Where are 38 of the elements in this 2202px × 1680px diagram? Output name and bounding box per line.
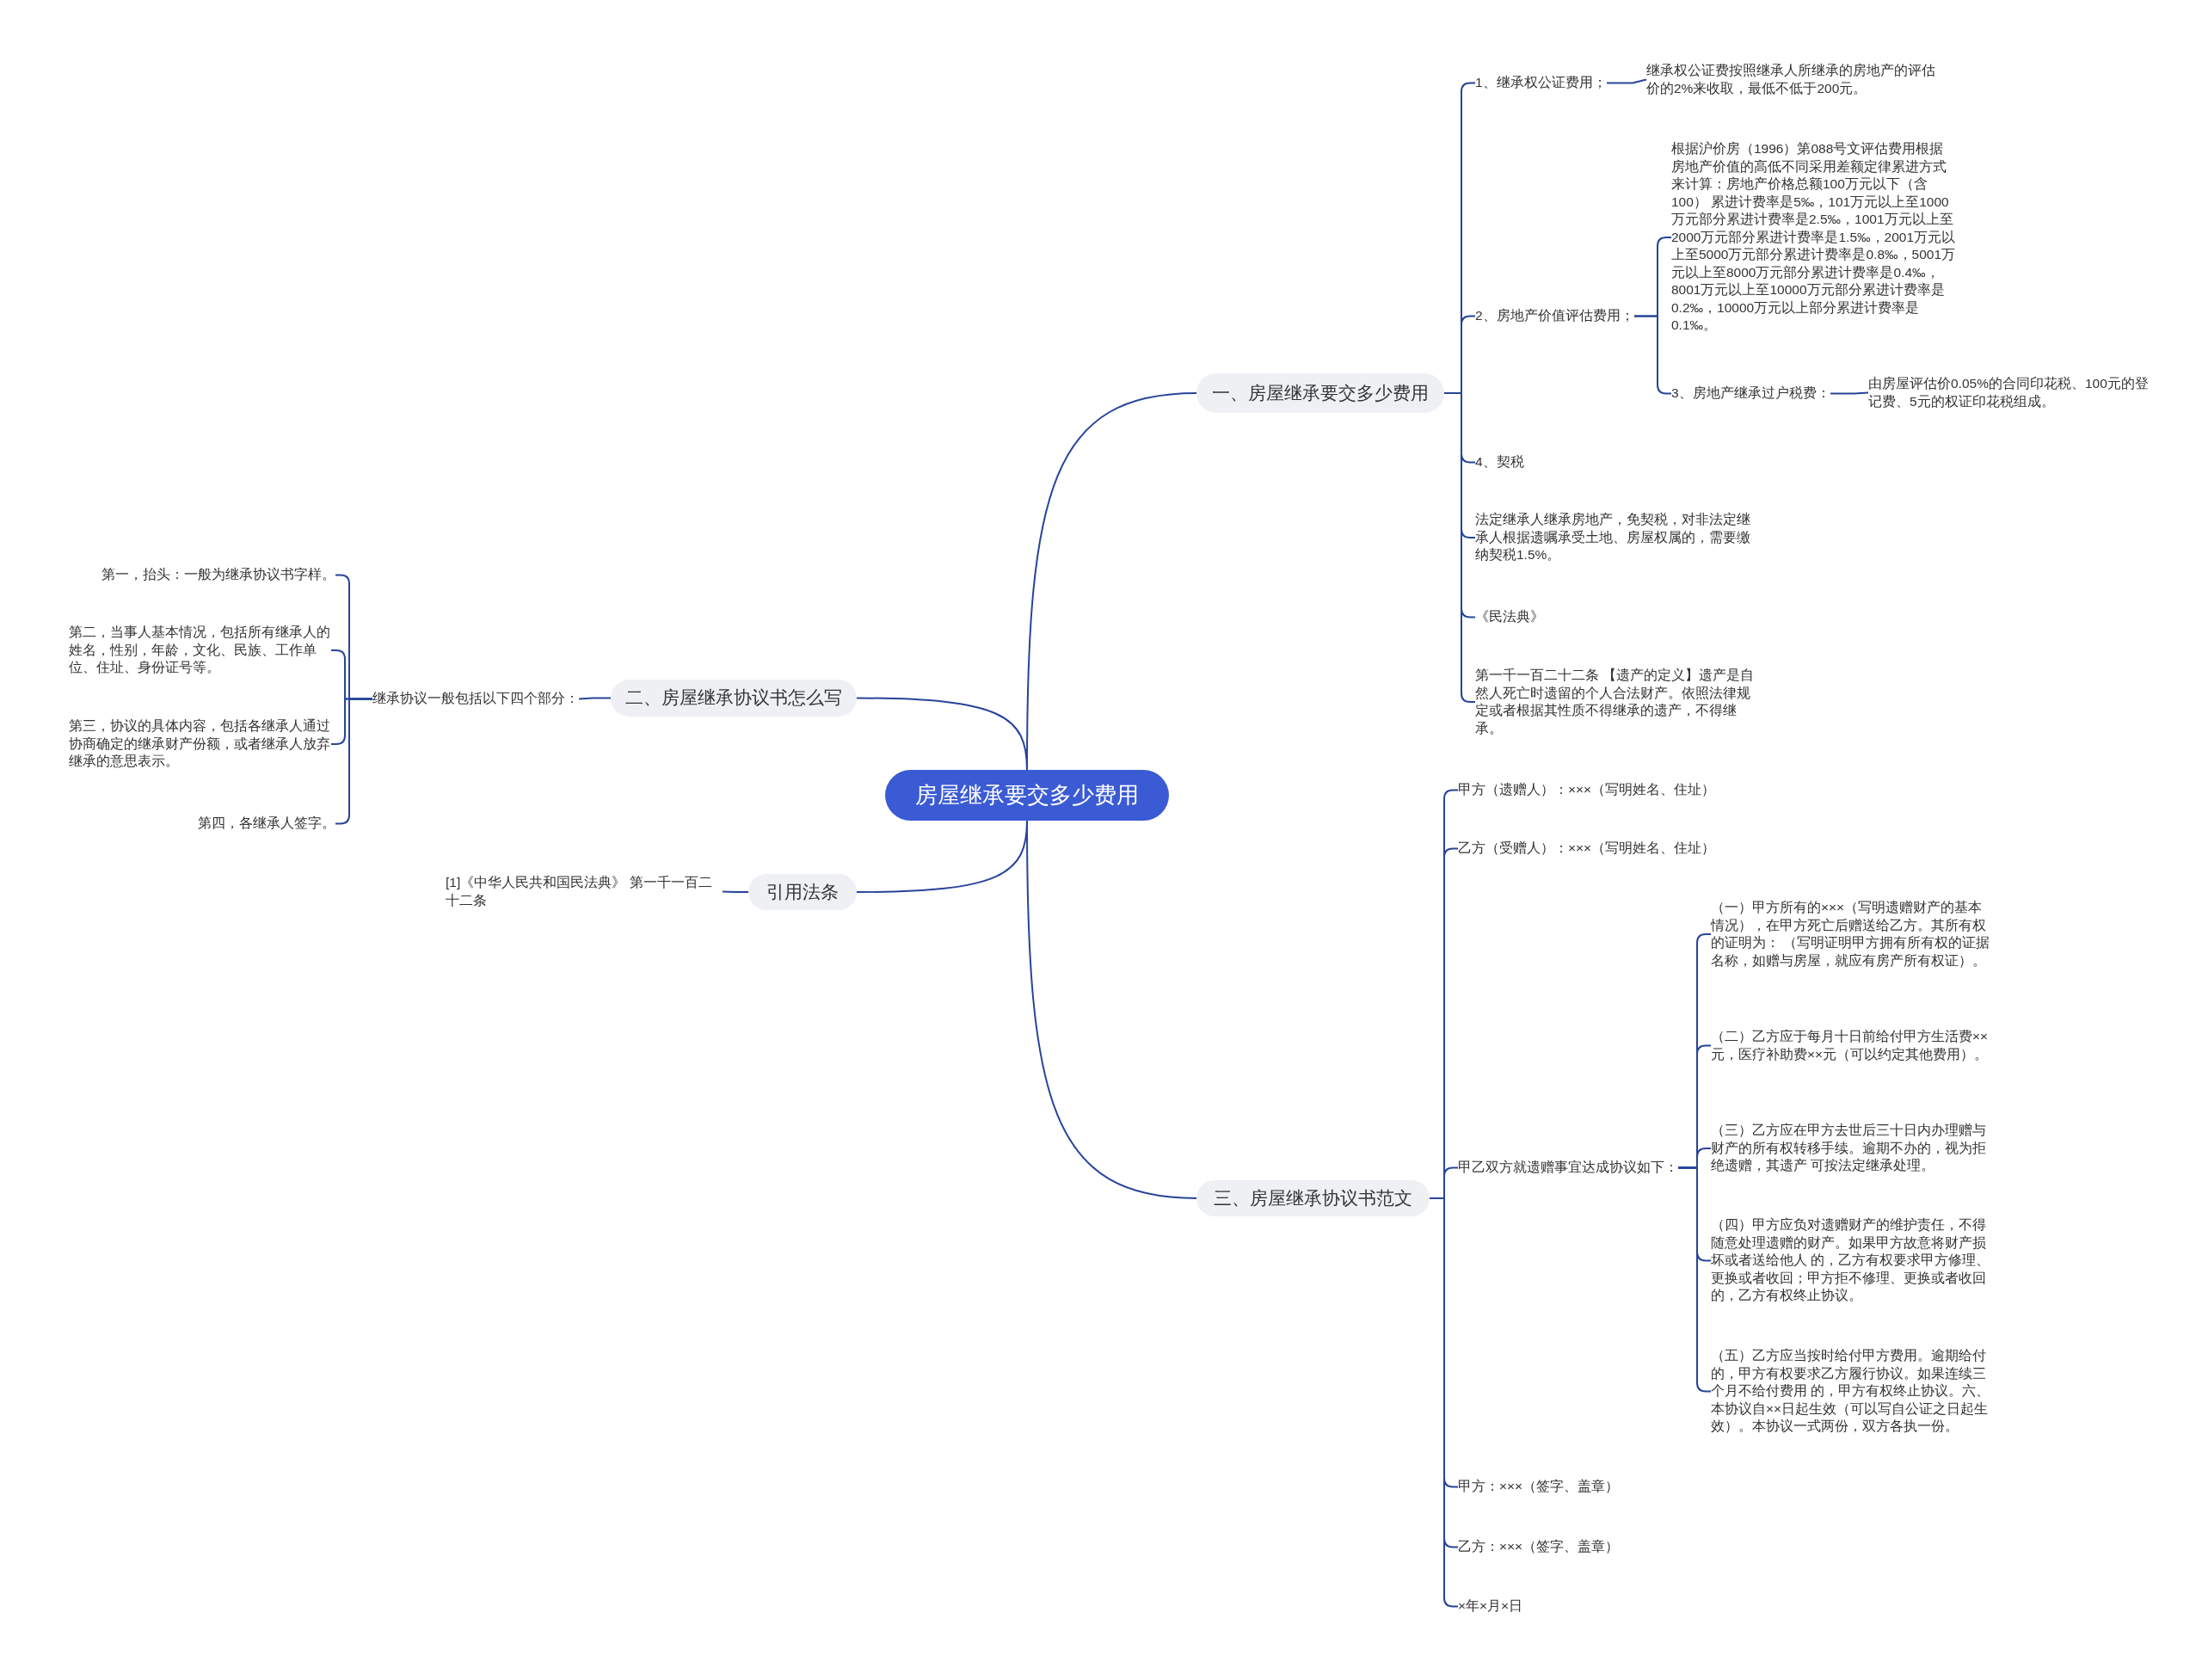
branch-text: 3、房地产继承过户税费： (1671, 385, 1830, 403)
connector-line (1606, 78, 1647, 84)
note-text: （二）乙方应于每月十日前给付甲方生活费××元，医疗补助费××元（可以约定其他费用）。 (1711, 1028, 1993, 1063)
note-text: 根据沪价房（1996）第088号文评估费用根据房地产价值的高低不同采用差额定律累进方式来计算：房地产价格总额100万元以下（含100） 累进计费率是5‰，101万元以上至1000万元部分累进计费率是2.5‰，1001万元以上至2000万元部分累进计费率是1.5‰，2001万元以上至5000万元部分累进计费率是0.8‰，5001万元以上至8000万元部分累进计费率是0.4‰，8001万元以上至10000万元部分累进计费率是 0.2‰，10000万元以上部分累进计费率是0.1‰。 (1671, 140, 1955, 335)
note-text: （三）乙方应在甲方去世后三十日内办理赠与财产的所有权转移手续。逾期不办的，视为拒绝遗赠，其遗产 可按法定继承处理。 (1711, 1122, 1993, 1175)
note-text: 第三，协议的具体内容，包括各继承人通过协商确定的继承财产份额，或者继承人放弃继承的意思表示。 (69, 717, 331, 771)
note-text: 继承权公证费按照继承人所继承的房地产的评估价的2%来收取，最低不低于200元。 (1646, 62, 1943, 97)
branch-text: 《民法典》 (1475, 608, 1544, 626)
branch-text: ×年×月×日 (1458, 1597, 1523, 1615)
topic-pill: 二、房屋继承协议书怎么写 (611, 680, 857, 717)
central-topic: 房屋继承要交多少费用 (885, 770, 1169, 821)
branch-text: 甲方：×××（签字、盖章） (1458, 1478, 1620, 1496)
connector-line (1830, 391, 1869, 395)
note-text: 由房屋评估价0.05%的合同印花税、100元的登记费、5元的权证印花税组成。 (1868, 375, 2152, 410)
branch-text: 甲方（遗赠人）：×××（写明姓名、住址） (1458, 781, 1716, 799)
note-text: 第一千一百二十二条 【遗产的定义】遗产是自然人死亡时遗留的个人合法财产。依照法律规定或者根据其性质不得继承的遗产，不得继承。 (1475, 667, 1759, 737)
branch-text: 继承协议一般包括以下四个部分： (372, 690, 579, 708)
connector-line (578, 697, 612, 700)
note-text: 第二，当事人基本情况，包括所有继承人的姓名，性别，年龄，文化、民族、工作单位、住址、身份证号等。 (69, 624, 331, 677)
branch-text: 4、契税 (1475, 453, 1524, 471)
branch-text: 甲乙双方就遗赠事宜达成协议如下： (1458, 1159, 1678, 1177)
note-text: （一）甲方所有的×××（写明遗赠财产的基本情况），在甲方死亡后赠送给乙方。其所有权的证明为： （写明证明甲方拥有所有权的证据名称，如赠与房屋，就应有房产所有权证）。 (1711, 899, 1993, 969)
note-text: [1]《中华人民共和国民法典》 第一千一百二十二条 (446, 874, 723, 909)
note-text: （四）甲方应负对遗赠财产的维护责任，不得随意处理遗赠的财产。如果甲方故意将财产损坏或者送给他人 的，乙方有权要求甲方修理、更换或者收回；甲方拒不修理、更换或者收回的，乙方有权终止协议。 (1711, 1216, 1993, 1305)
branch-text: 第四，各继承人签字。 (198, 815, 335, 833)
connector-line (1026, 820, 1197, 1199)
branch-text: 乙方（受赠人）：×××（写明姓名、住址） (1458, 840, 1716, 858)
branch-text: 第一，抬头：一般为继承协议书字样。 (101, 566, 335, 584)
topic-pill: 引用法条 (748, 874, 857, 910)
note-text: 法定继承人继承房地产，免契税，对非法定继承人根据遗嘱承受土地、房屋权属的，需要缴纳契税1.5%。 (1475, 511, 1759, 564)
note-text: （五）乙方应当按时给付甲方费用。逾期给付的，甲方有权要求乙方履行协议。如果连续三个月不给付费用 的，甲方有权终止协议。六、本协议自××日起生效（可以写自公证之日起生效）。本协议一式两份，双方各执一份。 (1711, 1347, 1993, 1436)
connector-line (722, 890, 749, 893)
branch-text: 乙方：×××（签字、盖章） (1458, 1538, 1620, 1556)
topic-pill: 一、房屋继承要交多少费用 (1196, 373, 1444, 413)
connector-line (856, 697, 1028, 771)
branch-text: 2、房地产价值评估费用； (1475, 307, 1634, 325)
branch-text: 1、继承权公证费用； (1475, 74, 1607, 92)
topic-pill: 三、房屋继承协议书范文 (1196, 1180, 1430, 1216)
